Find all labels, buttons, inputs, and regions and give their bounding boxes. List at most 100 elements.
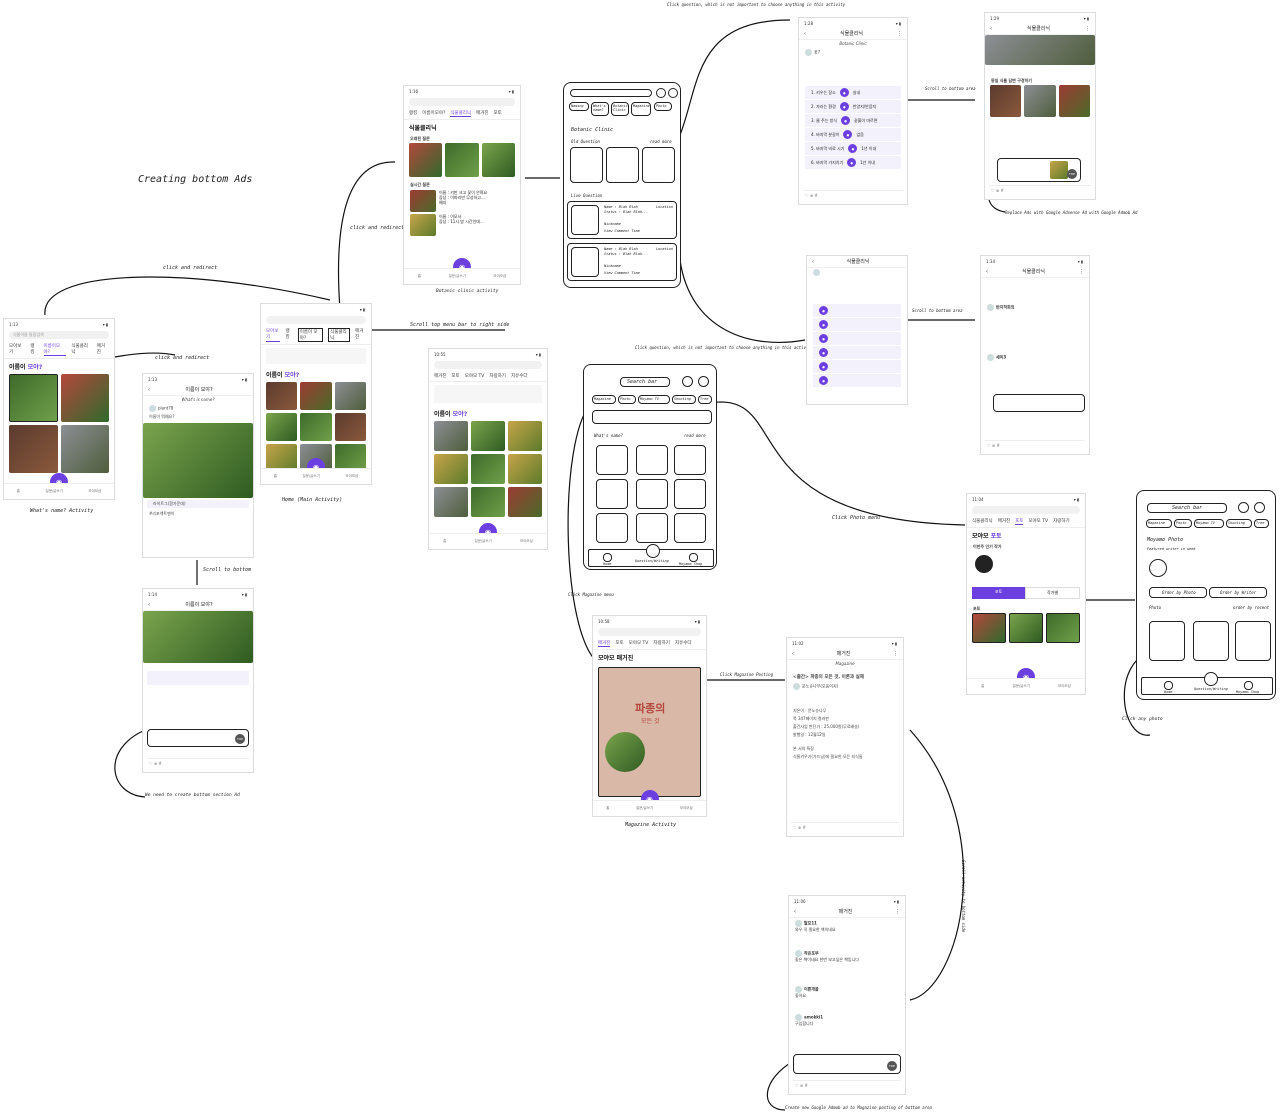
nav-write[interactable]: 질문/글쓰기 bbox=[1012, 684, 1030, 688]
tab-photo[interactable]: 포토 bbox=[451, 374, 460, 379]
back-icon[interactable]: ‹ bbox=[792, 650, 794, 657]
photo-card[interactable] bbox=[1058, 85, 1090, 117]
photo-card[interactable] bbox=[990, 85, 1022, 117]
search-input[interactable] bbox=[409, 98, 515, 106]
live-question-row[interactable]: 이름 : 키만 크고 꽃이 안펴요 증상 : 이파리만 무성하고... 예지 bbox=[404, 189, 520, 213]
nav-home[interactable]: 홈 bbox=[606, 806, 610, 810]
photo-card[interactable] bbox=[300, 413, 332, 441]
photo-card[interactable] bbox=[471, 454, 505, 484]
nav-home[interactable]: 홈 bbox=[417, 274, 421, 278]
nav-write[interactable]: 질문/글쓰기 bbox=[448, 274, 466, 278]
tab-collection[interactable]: 모아보기 bbox=[9, 344, 22, 355]
tab-chat[interactable]: 지유수다 bbox=[510, 374, 528, 379]
photo-card[interactable] bbox=[9, 425, 58, 473]
tab-boast[interactable]: 자랑하기 bbox=[1053, 519, 1070, 524]
ad-placeholder[interactable]: TOP bbox=[793, 1054, 901, 1074]
back-icon[interactable]: ‹ bbox=[990, 25, 992, 32]
search-input[interactable] bbox=[598, 628, 701, 636]
question-photo[interactable] bbox=[143, 423, 253, 498]
nav-home[interactable]: 홈 bbox=[443, 539, 447, 543]
photo-card[interactable] bbox=[445, 143, 479, 177]
photo-card[interactable] bbox=[60, 425, 109, 473]
banner[interactable] bbox=[266, 348, 366, 364]
nav-shop[interactable]: 모야모샵 bbox=[493, 274, 507, 278]
photo-card[interactable] bbox=[266, 382, 298, 410]
nav-home[interactable]: 홈 bbox=[273, 474, 277, 478]
back-icon[interactable]: ‹ bbox=[148, 386, 150, 393]
photo-card[interactable] bbox=[1024, 85, 1056, 117]
photo-card[interactable] bbox=[266, 444, 298, 472]
photo-card[interactable] bbox=[409, 143, 443, 177]
nav-shop[interactable]: 모야모샵 bbox=[679, 806, 693, 810]
banner[interactable] bbox=[434, 385, 542, 403]
nav-home[interactable]: 홈 bbox=[16, 489, 20, 493]
comment-bar[interactable]: ♡ ⊕ # bbox=[791, 822, 899, 832]
comment-bar[interactable]: ♡ ⊕ # bbox=[793, 1080, 901, 1090]
comment-bar[interactable]: ♡ ⊕ # bbox=[985, 440, 1085, 450]
back-icon[interactable]: ‹ bbox=[804, 30, 806, 37]
comment-bar[interactable]: ♡ ⊕ # bbox=[147, 758, 249, 768]
more-icon[interactable]: ⋮ bbox=[1078, 268, 1084, 275]
featured-writer-avatar[interactable] bbox=[975, 555, 993, 573]
tab-photo[interactable]: 포토 bbox=[493, 111, 502, 116]
top-button[interactable]: TOP bbox=[1067, 169, 1077, 179]
tab-magazine[interactable]: 매거진 bbox=[997, 519, 1011, 524]
tab-boast[interactable]: 자랑하기 bbox=[653, 641, 670, 646]
more-icon[interactable]: ⋮ bbox=[896, 30, 902, 37]
photo-card[interactable] bbox=[508, 487, 542, 517]
search-input[interactable] bbox=[972, 506, 1080, 514]
nav-home[interactable]: 홈 bbox=[981, 684, 985, 688]
nav-write[interactable]: 질문/글쓰기 bbox=[45, 489, 63, 493]
search-input[interactable] bbox=[434, 361, 542, 369]
tab-clinic[interactable]: 식물클리닉 bbox=[450, 111, 472, 117]
photo-card[interactable] bbox=[481, 143, 515, 177]
tab-ranking[interactable]: 랭킹 bbox=[285, 329, 290, 340]
post-photo[interactable] bbox=[985, 35, 1095, 65]
photo-card[interactable] bbox=[60, 374, 109, 422]
photo-card[interactable] bbox=[508, 454, 542, 484]
photo-card[interactable] bbox=[972, 613, 1006, 643]
tab-photo[interactable]: 포토 bbox=[1015, 519, 1024, 525]
back-icon[interactable]: ‹ bbox=[986, 268, 988, 275]
nav-shop[interactable]: 모야모샵 bbox=[345, 474, 359, 478]
photo-card[interactable] bbox=[471, 487, 505, 517]
back-icon[interactable]: ‹ bbox=[148, 601, 150, 608]
nav-shop[interactable]: 모야모샵 bbox=[88, 489, 102, 493]
photo-card[interactable] bbox=[300, 382, 332, 410]
tab-clinic[interactable]: 식물클리닉 bbox=[972, 519, 993, 524]
tab-magazine[interactable]: 매거진 bbox=[434, 374, 447, 379]
tab-clinic[interactable]: 식물클리닉 bbox=[328, 328, 351, 342]
photo-card[interactable] bbox=[266, 413, 298, 441]
search-input[interactable]: 식물이름 통합검색 bbox=[9, 331, 109, 339]
comment-bar[interactable]: ♡ ⊕ # bbox=[803, 190, 903, 200]
nav-shop[interactable]: 모야모샵 bbox=[1057, 684, 1071, 688]
photo-card[interactable] bbox=[334, 413, 366, 441]
photo-card[interactable] bbox=[434, 454, 468, 484]
photo-card[interactable] bbox=[334, 382, 366, 410]
comment-bar[interactable]: ♡ ⊕ # bbox=[989, 185, 1091, 195]
nav-write[interactable]: 질문/글쓰기 bbox=[474, 539, 492, 543]
tab-tv[interactable]: 모야모 TV bbox=[628, 641, 649, 646]
tab-photo[interactable]: 포토 bbox=[615, 641, 624, 646]
question-photo[interactable] bbox=[143, 611, 253, 663]
tab-whats-name[interactable]: 이름이모야? bbox=[43, 343, 67, 356]
ad-banner[interactable]: TOP bbox=[997, 158, 1081, 182]
live-question-row[interactable]: 이름 : 이모사 증상 : 11시 방 시간인데... bbox=[404, 213, 520, 237]
tab-ranking[interactable]: 랭킹 bbox=[30, 344, 35, 355]
tab-magazine[interactable]: 매거진 bbox=[96, 344, 106, 355]
tab-tv[interactable]: 모야모 TV bbox=[464, 374, 485, 379]
back-icon[interactable]: ‹ bbox=[812, 258, 814, 265]
nav-write[interactable]: 질문/글쓰기 bbox=[302, 474, 320, 478]
photo-card[interactable] bbox=[334, 444, 366, 472]
photo-card[interactable] bbox=[1046, 613, 1080, 643]
tab-magazine[interactable]: 매거진 bbox=[598, 641, 611, 647]
back-icon[interactable]: ‹ bbox=[794, 908, 796, 915]
tab-clinic[interactable]: 식물클리닉 bbox=[71, 344, 88, 355]
order-writer-button[interactable]: 작가별 bbox=[1025, 587, 1080, 599]
magazine-cover[interactable]: 파종의 모든 것 bbox=[598, 667, 701, 797]
tab-chat[interactable]: 지유수다 bbox=[674, 641, 692, 646]
tab-ranking[interactable]: 랭킹 bbox=[409, 111, 418, 116]
top-button[interactable]: TOP bbox=[887, 1061, 897, 1071]
more-icon[interactable]: ⋮ bbox=[893, 650, 898, 657]
tab-whats-name[interactable]: 이름이 모야? bbox=[297, 328, 324, 342]
